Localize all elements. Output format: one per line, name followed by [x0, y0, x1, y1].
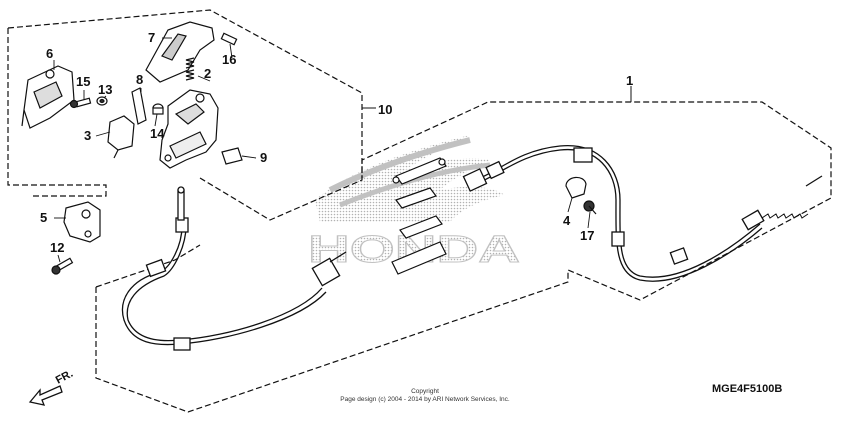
callout-6[interactable]: 6	[46, 46, 53, 61]
callout-12[interactable]: 12	[50, 240, 64, 255]
callout-7[interactable]: 7	[148, 30, 155, 45]
lower-cable	[122, 186, 347, 351]
copyright-notice: Copyright Page design (c) 2004 - 2014 by…	[300, 388, 550, 404]
part-5-bracket	[63, 201, 101, 243]
assembly-10-boundary-top	[7, 9, 363, 221]
part-3-holder	[107, 115, 135, 159]
part-14-cap	[152, 103, 164, 115]
callout-9[interactable]: 9	[260, 150, 267, 165]
callout-17[interactable]: 17	[580, 228, 594, 243]
copyright-line-1: Copyright	[411, 388, 439, 395]
part-6-lever-bracket	[21, 65, 75, 129]
honda-watermark-text: HONDA	[308, 229, 520, 271]
callout-5[interactable]: 5	[40, 210, 47, 225]
part-8-rod	[131, 87, 147, 125]
callout-labels: 1 2 3 4 5 6 7 8 9 10 12 13 14 15 16 17	[40, 30, 633, 255]
cable-fittings	[391, 157, 447, 275]
diagram-code: MGE4F5100B	[712, 383, 783, 395]
callout-2[interactable]: 2	[204, 66, 211, 81]
front-direction-label: FR.	[54, 368, 75, 387]
part-9-clip	[221, 147, 243, 165]
part-15-bolt	[69, 97, 92, 109]
main-cable	[462, 145, 823, 282]
callout-14[interactable]: 14	[150, 126, 165, 141]
part-13-washer	[96, 96, 108, 106]
assembly-10-boundary	[7, 28, 107, 197]
cable-lower-boundary-left	[95, 244, 201, 288]
part-7-lever-handle	[145, 21, 215, 83]
callout-3[interactable]: 3	[84, 128, 91, 143]
callout-16[interactable]: 16	[222, 52, 236, 67]
part-4-clamp	[565, 176, 587, 199]
callout-8[interactable]: 8	[136, 72, 143, 87]
callout-4[interactable]: 4	[563, 213, 571, 228]
part-16-pin	[220, 32, 238, 46]
part-12-bolt	[51, 257, 74, 275]
front-direction-arrow: FR.	[28, 368, 75, 406]
copyright-line-2: Page design (c) 2004 - 2014 by ARI Netwo…	[340, 396, 510, 403]
callout-10[interactable]: 10	[378, 102, 392, 117]
part-2-spring	[185, 57, 195, 81]
lever-assembly-body	[159, 89, 219, 169]
part-17-screw	[583, 200, 597, 215]
callout-15[interactable]: 15	[76, 74, 90, 89]
callout-13[interactable]: 13	[98, 82, 112, 97]
callout-1[interactable]: 1	[626, 73, 633, 88]
